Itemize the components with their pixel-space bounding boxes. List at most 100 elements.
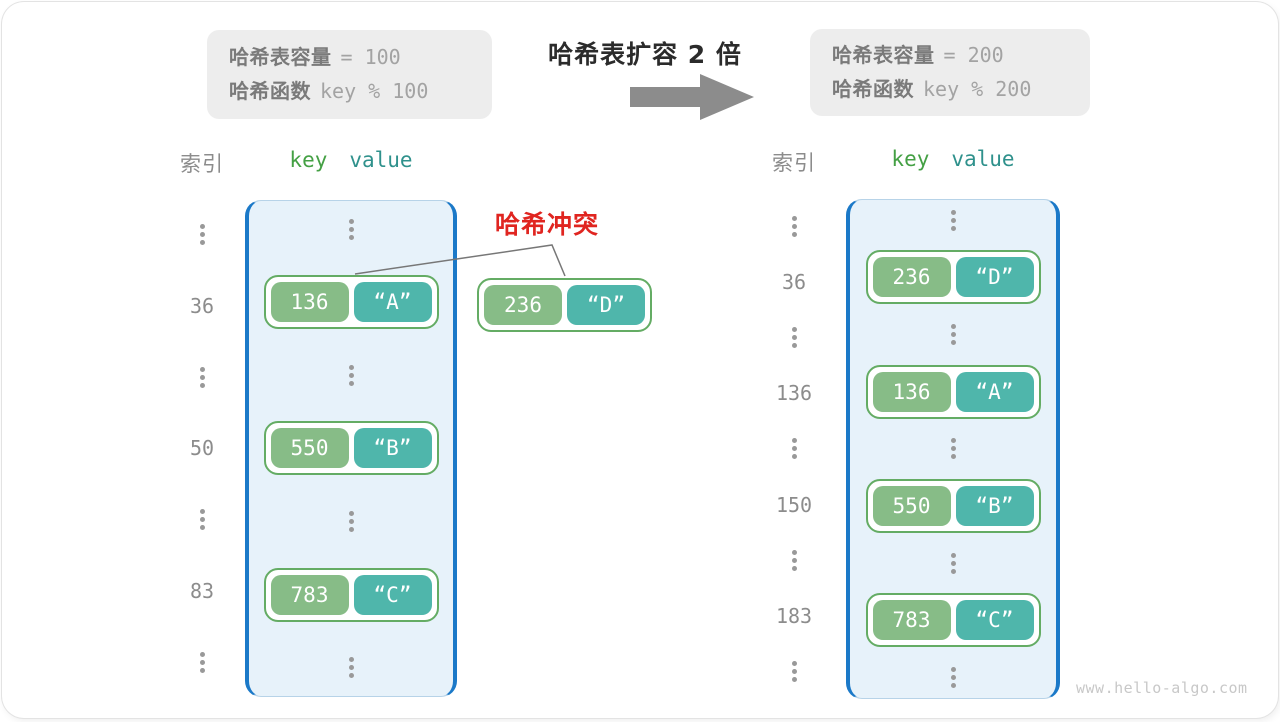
dot [200, 517, 205, 522]
capacity-line: 哈希表容量 = 100 [229, 44, 470, 71]
dot [951, 561, 956, 566]
vertical-ellipsis [951, 667, 956, 688]
dot [200, 509, 205, 514]
key-value-pair: 550“B” [264, 421, 439, 475]
index-column-header: 索引 [172, 148, 232, 178]
capacity-value: = 100 [341, 45, 401, 69]
key-value-header: key value [846, 147, 1060, 171]
dot [951, 454, 956, 459]
index-label: 36 [190, 294, 214, 318]
key-value-pair: 783“C” [264, 568, 439, 622]
value-cell: “A” [956, 372, 1034, 412]
index-label: 150 [776, 493, 812, 517]
dot [200, 383, 205, 388]
dot [951, 675, 956, 680]
vertical-ellipsis [792, 661, 797, 682]
key-cell: 550 [873, 486, 951, 526]
key-value-header: key value [245, 148, 457, 172]
dot [792, 216, 797, 221]
value-cell: “A” [354, 282, 432, 322]
key-header: key [289, 148, 327, 172]
key-cell: 783 [873, 600, 951, 640]
index-label: 36 [782, 270, 806, 294]
key-cell: 550 [271, 428, 349, 468]
dot [792, 343, 797, 348]
dot [951, 446, 956, 451]
dot [792, 327, 797, 332]
vertical-ellipsis [200, 224, 205, 245]
vertical-ellipsis [792, 438, 797, 459]
capacity-value: = 200 [944, 43, 1004, 67]
vertical-ellipsis [349, 365, 354, 386]
dot [349, 673, 354, 678]
capacity-info-box-before: 哈希表容量 = 100 哈希函数 key % 100 [207, 30, 492, 119]
vertical-ellipsis [792, 327, 797, 348]
dot [951, 218, 956, 223]
capacity-label: 哈希表容量 [832, 43, 935, 67]
capacity-label: 哈希表容量 [229, 45, 332, 69]
watermark: www.hello-algo.com [1076, 679, 1248, 697]
dot [792, 232, 797, 237]
dot [349, 227, 354, 232]
dot [349, 527, 354, 532]
vertical-ellipsis [951, 553, 956, 574]
key-value-pair: 236“D” [477, 278, 652, 332]
index-label: 183 [776, 604, 812, 628]
dot [792, 566, 797, 571]
vertical-ellipsis [349, 511, 354, 532]
vertical-ellipsis [200, 367, 205, 388]
index-column: 36 136 150 183 [764, 199, 824, 699]
dot [349, 235, 354, 240]
collision-label: 哈希冲突 [457, 205, 637, 241]
dot [951, 324, 956, 329]
dot [951, 569, 956, 574]
key-value-pair: 236“D” [866, 250, 1041, 304]
index-label: 83 [190, 579, 214, 603]
index-column-header: 索引 [764, 147, 824, 177]
vertical-ellipsis [200, 509, 205, 530]
dot [200, 240, 205, 245]
vertical-ellipsis [200, 652, 205, 673]
key-value-pair: 136“A” [264, 275, 439, 329]
dot [951, 340, 956, 345]
vertical-ellipsis [951, 210, 956, 231]
dot [200, 367, 205, 372]
value-header: value [349, 148, 412, 172]
dot [349, 373, 354, 378]
index-label: 136 [776, 381, 812, 405]
bucket-array: 136“A” 550“B” 783“C” [245, 200, 457, 697]
vertical-ellipsis [349, 657, 354, 678]
dot [951, 226, 956, 231]
dot [792, 224, 797, 229]
value-header: value [951, 147, 1014, 171]
value-cell: “C” [956, 600, 1034, 640]
vertical-ellipsis [792, 550, 797, 571]
key-value-pair: 783“C” [866, 593, 1041, 647]
key-cell: 236 [484, 285, 562, 325]
key-cell: 783 [271, 575, 349, 615]
value-cell: “D” [956, 257, 1034, 297]
dot [951, 667, 956, 672]
dot [951, 438, 956, 443]
key-cell: 136 [271, 282, 349, 322]
dot [792, 335, 797, 340]
dot [200, 668, 205, 673]
vertical-ellipsis [349, 219, 354, 240]
bucket-array: 236“D”136“A”550“B”783“C” [846, 199, 1060, 699]
key-cell: 236 [873, 257, 951, 297]
diagram-title: 哈希表扩容 2 倍 [545, 35, 745, 71]
dot [200, 525, 205, 530]
hash-function-label: 哈希函数 [229, 79, 311, 103]
dot [200, 660, 205, 665]
dot [951, 553, 956, 558]
dot [792, 550, 797, 555]
hash-function-label: 哈希函数 [832, 77, 914, 101]
key-header: key [891, 147, 929, 171]
hash-function-value: key % 100 [320, 79, 428, 103]
value-cell: “D” [567, 285, 645, 325]
